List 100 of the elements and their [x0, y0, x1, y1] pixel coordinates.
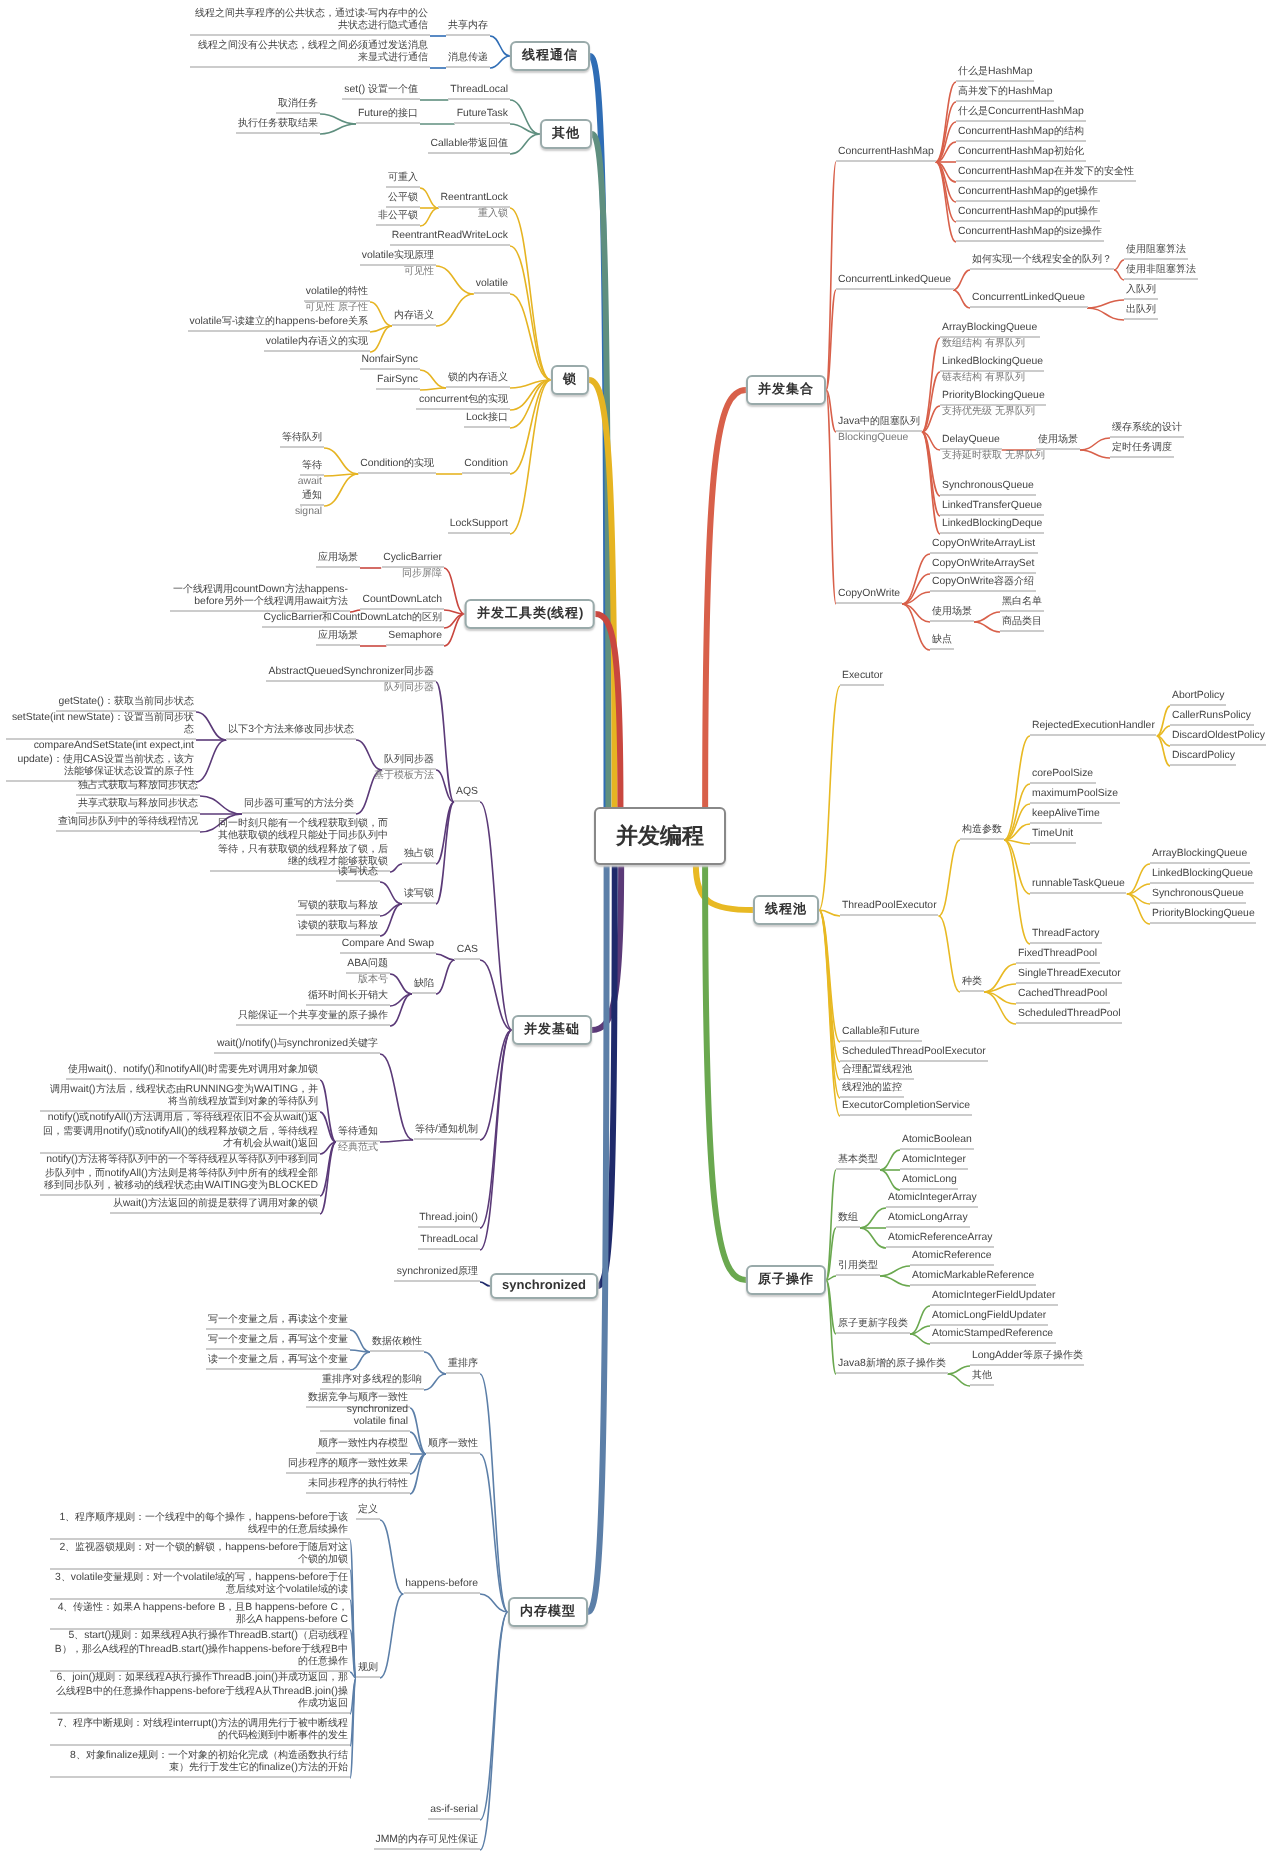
branch-line	[479, 1453, 509, 1613]
branch-line	[825, 1279, 837, 1375]
branch-line	[1003, 839, 1031, 945]
branch-line	[901, 573, 931, 605]
branch-line	[419, 207, 440, 227]
branch-line	[973, 611, 1001, 623]
branch-line	[355, 739, 383, 771]
branch-line	[909, 1325, 931, 1335]
branch-line	[937, 839, 961, 917]
branch-line	[369, 301, 393, 327]
branch-line	[509, 99, 541, 135]
branch-line	[934, 161, 957, 203]
branch-line	[379, 903, 403, 937]
branch-line	[479, 1281, 491, 1287]
branch-line	[435, 265, 475, 295]
branch-line	[859, 1207, 887, 1229]
branch-line	[934, 161, 957, 183]
branch-line	[435, 959, 456, 995]
branch-line	[934, 161, 957, 223]
branch-line	[489, 35, 511, 57]
branch-line	[409, 1453, 427, 1455]
branch-line	[349, 1677, 357, 1715]
branch-line	[509, 379, 552, 475]
branch-line	[946, 1373, 971, 1387]
branch-line	[1079, 449, 1111, 459]
branch-line	[359, 645, 388, 647]
branch-line	[443, 613, 466, 647]
branch-line	[429, 35, 447, 37]
branch-line	[825, 1227, 837, 1281]
branch-line	[389, 993, 413, 1027]
branch-line	[195, 711, 227, 741]
branch-line	[199, 813, 243, 815]
branch-line	[349, 1351, 371, 1371]
branch-line	[379, 1593, 405, 1679]
branch-line	[479, 959, 513, 1031]
branch-line	[983, 991, 1017, 1025]
branch-line	[369, 325, 393, 333]
branch-line	[825, 1279, 837, 1335]
branch-line	[921, 371, 941, 433]
branch-line	[934, 121, 957, 163]
branch-line	[323, 473, 359, 507]
branch-line	[349, 1349, 371, 1353]
central-topic: 并发编程	[594, 807, 726, 865]
branch-line	[379, 1139, 414, 1143]
branch-line	[349, 609, 362, 613]
branch-line	[934, 141, 957, 163]
branch-line	[921, 405, 941, 433]
branch-line	[934, 101, 957, 163]
branch-line	[879, 1149, 901, 1171]
branch-line	[419, 207, 440, 209]
branch-line	[1126, 863, 1151, 895]
branch-line	[419, 123, 456, 125]
branch-line	[509, 207, 552, 381]
branch-line	[921, 337, 941, 433]
branch-line	[509, 379, 552, 429]
branch-line	[1126, 883, 1151, 895]
branch-line	[419, 387, 447, 391]
branch-line	[594, 611, 624, 807]
branch-line	[879, 1265, 911, 1277]
branch-line	[1003, 803, 1031, 841]
branch-line	[349, 1569, 357, 1679]
branch-line	[409, 1407, 427, 1455]
branch-line	[825, 389, 837, 433]
branch-line	[934, 81, 957, 163]
branch-line	[1126, 893, 1151, 925]
branch-line	[429, 67, 447, 69]
branch-line	[1000, 449, 1037, 451]
branch-line	[319, 1141, 337, 1215]
branch-line	[585, 865, 610, 1614]
branch-line	[1156, 705, 1171, 737]
branch-line	[825, 1169, 837, 1281]
branch-line	[509, 379, 552, 389]
branch-line	[1003, 783, 1031, 841]
branch-line	[1156, 735, 1171, 747]
branch-line	[379, 1519, 405, 1595]
branch-line	[1156, 725, 1171, 737]
branch-line	[1003, 735, 1031, 841]
branch-line	[409, 1431, 427, 1455]
branch-line	[901, 603, 931, 651]
branch-line	[479, 801, 513, 1031]
branch-line	[435, 681, 455, 803]
branch-line	[1003, 839, 1031, 895]
branch-line	[596, 865, 618, 1289]
branch-line	[952, 269, 971, 291]
branch-line	[859, 1227, 887, 1249]
branch-line	[423, 1351, 447, 1375]
branch-line	[879, 1169, 901, 1191]
branch-line	[195, 739, 227, 783]
branch-line	[901, 591, 931, 605]
branch-line	[818, 685, 841, 911]
branch-line	[443, 613, 466, 629]
branch-line	[319, 1079, 337, 1143]
branch-line	[379, 903, 403, 917]
branch-line	[1126, 893, 1151, 905]
branch-line	[702, 865, 747, 1283]
branch-line	[435, 953, 456, 961]
branch-line	[589, 132, 612, 807]
branch-line	[195, 739, 227, 741]
branch-line	[479, 1593, 509, 1613]
branch-line	[419, 369, 447, 389]
